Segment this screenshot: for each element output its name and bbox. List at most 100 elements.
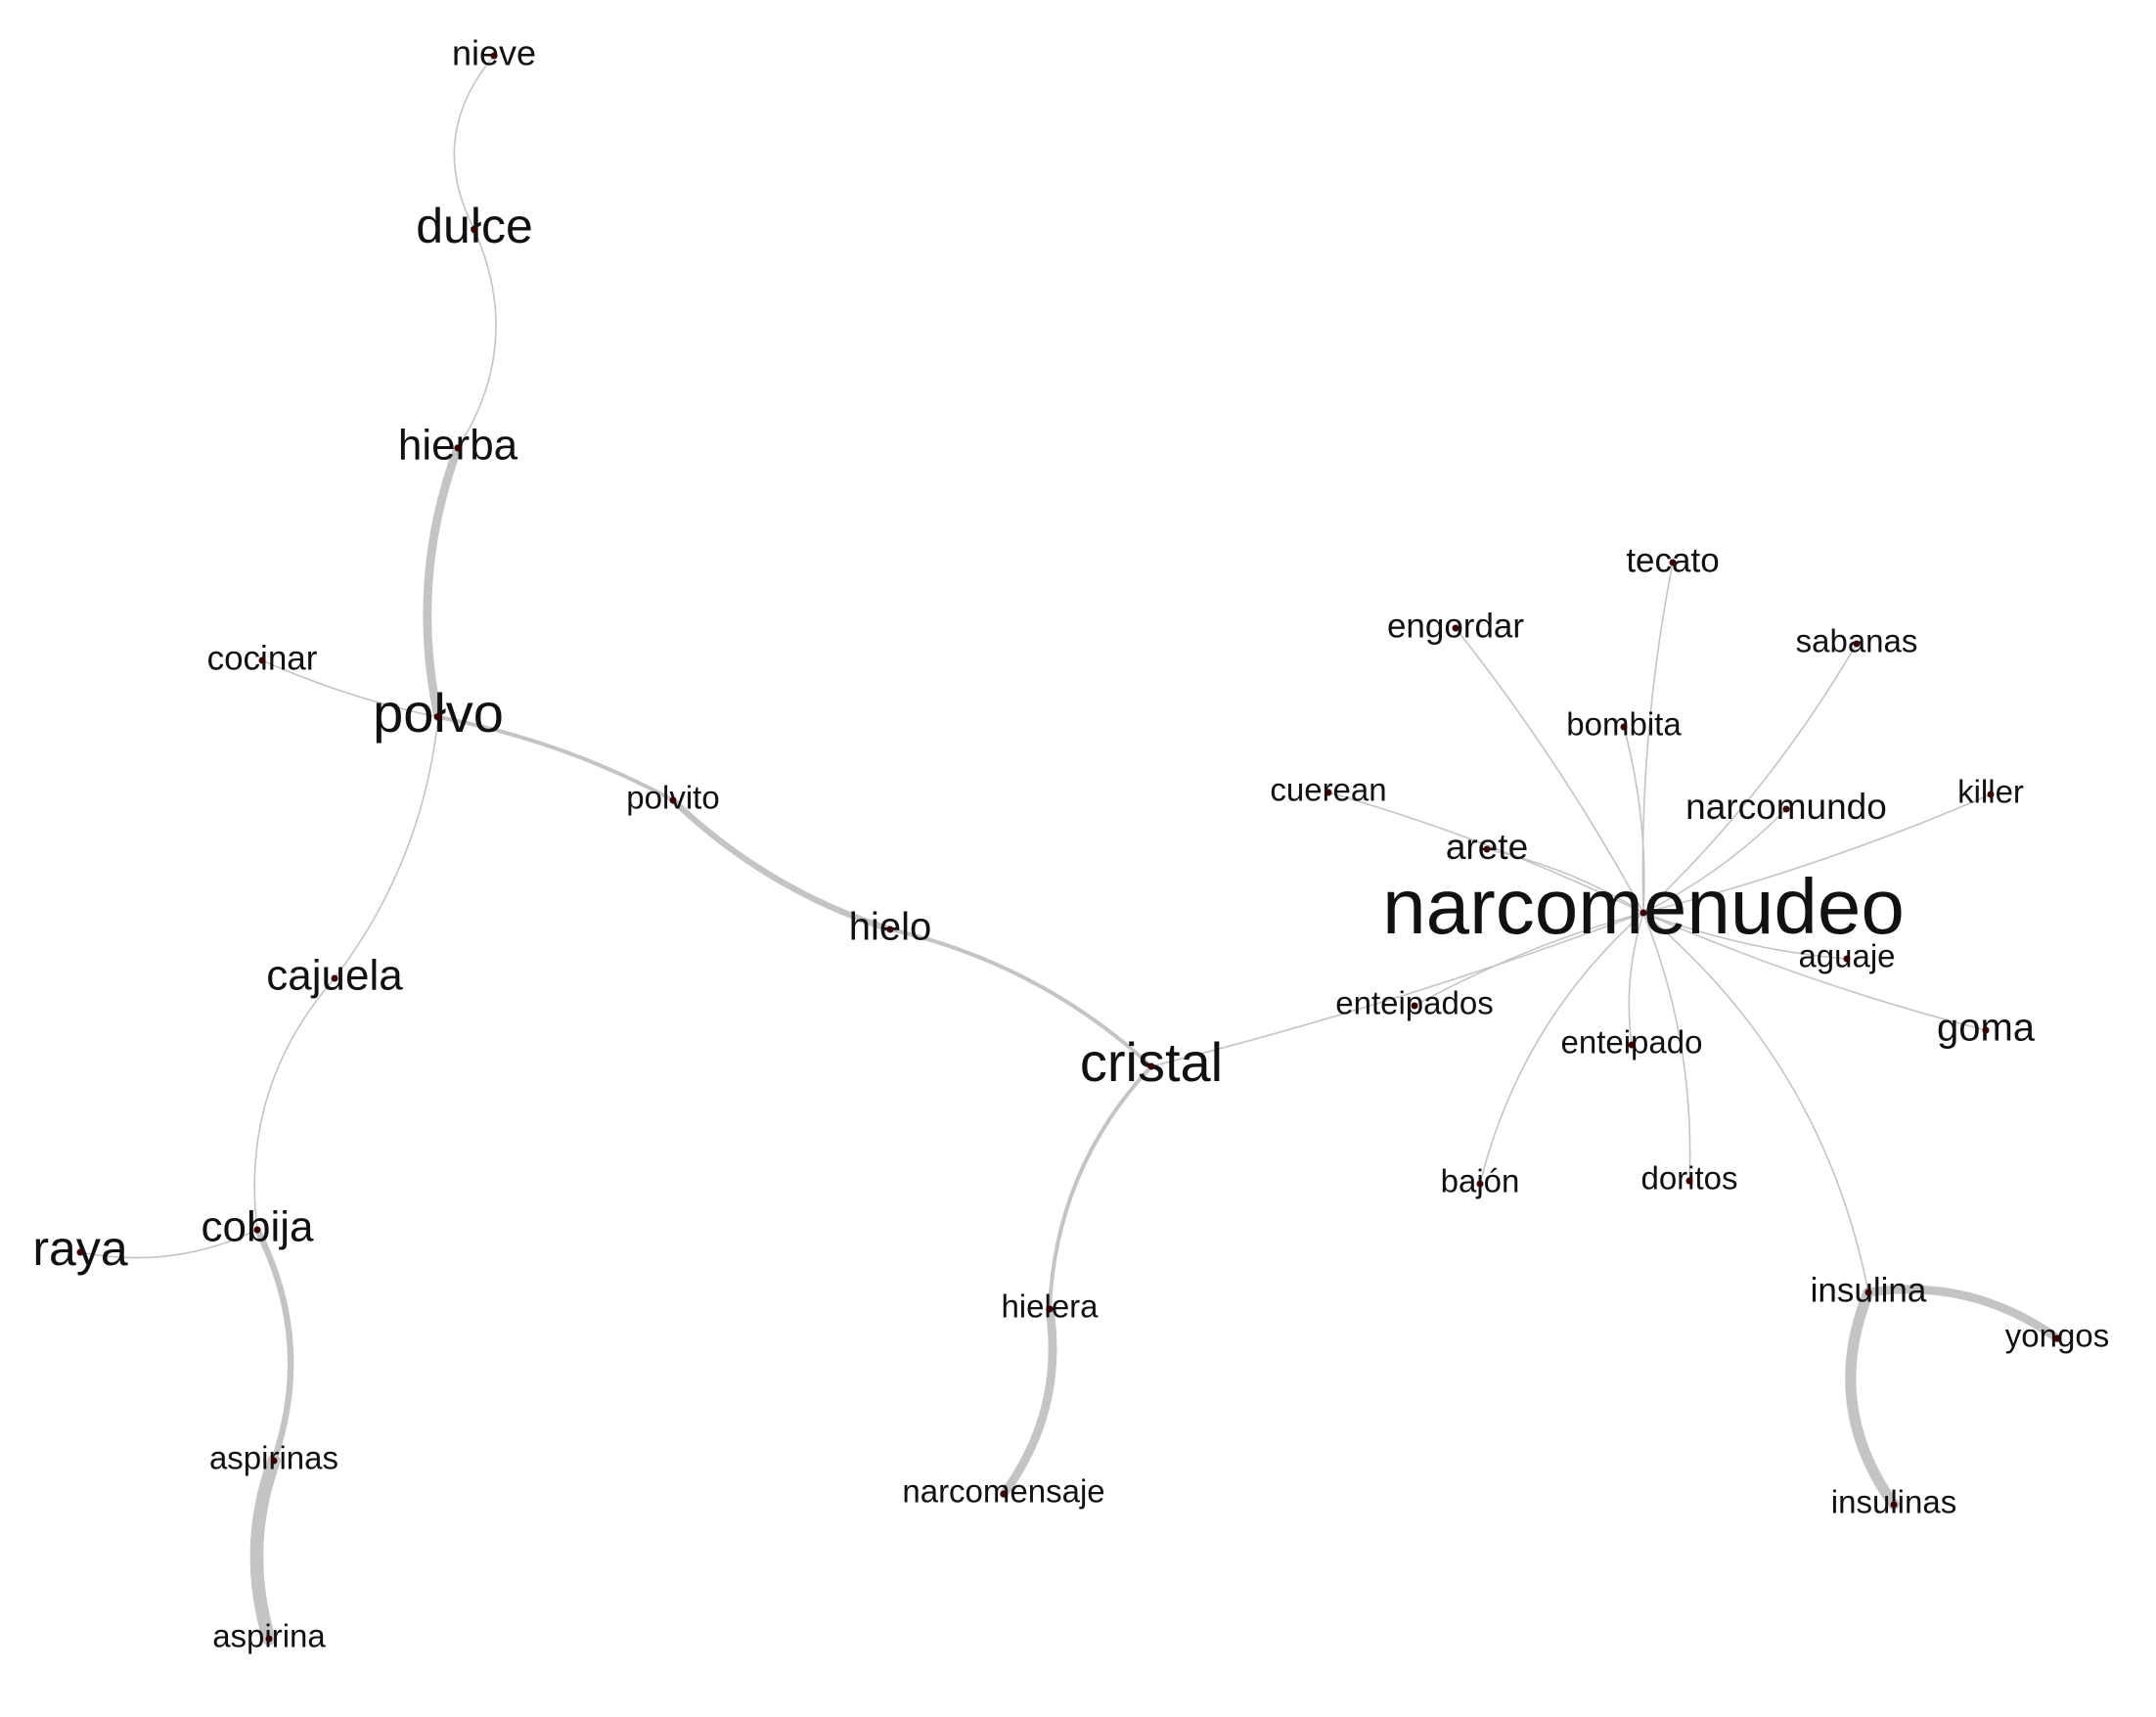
- node-dot-dulce: [471, 226, 478, 234]
- node-dot-polvito: [669, 796, 677, 804]
- node-killer: killer: [1957, 774, 2024, 810]
- edges-layer: [79, 55, 2062, 1646]
- node-label-polvo: połvo: [373, 682, 504, 744]
- node-dot-narcomenudeo: [1639, 909, 1647, 917]
- node-dot-enteipado: [1628, 1041, 1636, 1049]
- edge-narcomenudeo-doritos: [1642, 912, 1691, 1182]
- node-dot-cuerean: [1325, 789, 1332, 796]
- node-nieve: nieve: [452, 33, 536, 73]
- node-dot-enteipados: [1411, 1002, 1418, 1010]
- node-cocinar: cocinar: [207, 639, 318, 677]
- node-dot-hierba: [454, 444, 462, 452]
- node-bajon: bajón: [1441, 1163, 1520, 1199]
- node-dot-cajuela: [331, 974, 338, 982]
- node-insulina: insulina: [1811, 1271, 1927, 1309]
- edge-hielera-narcomensaje: [999, 1304, 1057, 1499]
- edge-narcomenudeo-narcomundo: [1642, 808, 1787, 914]
- node-polvo: połvo: [373, 682, 504, 744]
- edge-narcomenudeo-aguaje: [1642, 912, 1848, 960]
- node-label-cristal: cristal: [1080, 1031, 1223, 1093]
- edge-insulina-yongos: [1864, 1285, 2062, 1343]
- node-enteipado: enteipado: [1561, 1024, 1703, 1061]
- edge-narcomenudeo-bombita: [1623, 726, 1645, 914]
- node-dot-sabanas: [1853, 640, 1861, 648]
- edge-dulce-hierba: [457, 229, 497, 449]
- node-hielo: hielo: [849, 906, 932, 949]
- node-aspirinas: aspirinas: [209, 1440, 338, 1476]
- edge-cristal-hielera: [1048, 1064, 1153, 1311]
- edge-polvo-polvito: [436, 715, 675, 802]
- node-label-narcomenudeo: narcomenudeo: [1382, 863, 1905, 950]
- node-dot-bombita: [1620, 723, 1628, 731]
- node-cajuela: cajuela: [266, 952, 403, 1000]
- node-dot-polvo: [434, 713, 442, 721]
- node-sabanas: sabanas: [1796, 623, 1918, 659]
- node-dot-narcomundo: [1782, 805, 1790, 813]
- node-dot-aspirina: [265, 1635, 273, 1643]
- node-dot-yongos: [2053, 1334, 2061, 1342]
- node-yongos: yongos: [2005, 1318, 2109, 1354]
- edge-insulina-insulinas: [1845, 1287, 1900, 1511]
- edge-narcomenudeo-sabanas: [1642, 643, 1858, 914]
- edge-cocinar-polvo: [261, 659, 439, 718]
- node-bombita: bombita: [1566, 706, 1682, 743]
- node-raya: raya: [32, 1221, 127, 1276]
- edge-narcomenudeo-tecato: [1641, 562, 1674, 914]
- node-dot-killer: [1987, 791, 1995, 798]
- node-dot-nieve: [490, 52, 498, 60]
- node-dot-tecato: [1669, 559, 1677, 566]
- node-cobija: cobija: [202, 1203, 314, 1251]
- node-goma: goma: [1937, 1007, 2036, 1050]
- node-label-raya: raya: [32, 1221, 127, 1276]
- node-dot-bajon: [1476, 1180, 1484, 1188]
- node-dot-cocinar: [258, 656, 266, 664]
- edge-narcomenudeo-insulina: [1642, 912, 1869, 1293]
- node-dot-engordar: [1452, 624, 1460, 632]
- node-dot-insulina: [1864, 1288, 1872, 1296]
- node-dot-raya: [76, 1248, 84, 1256]
- node-engordar: engordar: [1387, 607, 1524, 645]
- node-dot-goma: [1982, 1026, 1990, 1034]
- node-dot-narcomensaje: [1000, 1490, 1008, 1498]
- node-dulce: dułce: [416, 199, 533, 253]
- edge-narcomenudeo-killer: [1642, 793, 1992, 914]
- node-dot-doritos: [1685, 1177, 1693, 1185]
- node-cuerean: cuerean: [1270, 772, 1386, 808]
- edge-polvito-hielo: [669, 796, 894, 933]
- edge-cobija-aspirinas: [253, 1226, 294, 1465]
- node-narcomensaje: narcomensaje: [902, 1473, 1104, 1510]
- node-doritos: doritos: [1640, 1160, 1737, 1197]
- edge-narcomenudeo-bajon: [1479, 912, 1644, 1185]
- node-arete: arete: [1446, 827, 1528, 867]
- edge-narcomenudeo-enteipado: [1628, 912, 1644, 1046]
- edge-narcomenudeo-engordar: [1455, 627, 1644, 914]
- node-dot-cobija: [253, 1226, 261, 1234]
- edge-hierba-polvo: [423, 443, 463, 722]
- edge-hielo-cristal: [888, 927, 1153, 1068]
- node-tecato: tecato: [1626, 541, 1719, 579]
- edge-narcomenudeo-goma: [1642, 912, 1987, 1031]
- edge-narcomenudeo-arete: [1486, 848, 1644, 914]
- node-dot-hielera: [1046, 1305, 1054, 1313]
- edge-cristal-narcomenudeo: [1150, 912, 1644, 1067]
- nodes-layer: nieve dułce hierba cocinar połvo polvito hielo…: [32, 33, 2109, 1654]
- node-cristal: cristal: [1080, 1031, 1223, 1093]
- node-enteipados: enteipados: [1335, 985, 1493, 1021]
- node-narcomenudeo: narcomenudeo: [1382, 863, 1905, 950]
- node-aspirina: aspirina: [212, 1618, 326, 1654]
- edge-raya-cobija: [79, 1229, 258, 1259]
- node-aguaje: aguaje: [1798, 938, 1895, 974]
- node-dot-hielo: [886, 926, 894, 933]
- node-label-dulce: dułce: [416, 199, 533, 253]
- edge-narcomenudeo-cuerean: [1327, 791, 1644, 914]
- node-insulinas: insulinas: [1831, 1484, 1956, 1520]
- node-polvito: polvito: [626, 780, 719, 816]
- node-dot-arete: [1483, 845, 1491, 853]
- edge-narcomenudeo-enteipados: [1414, 912, 1644, 1007]
- edge-aspirinas-aspirina: [249, 1454, 281, 1646]
- node-hierba: hierba: [398, 422, 518, 470]
- node-dot-aspirinas: [270, 1457, 278, 1465]
- edge-nieve-dulce: [453, 55, 495, 231]
- node-dot-cristal: [1147, 1062, 1155, 1070]
